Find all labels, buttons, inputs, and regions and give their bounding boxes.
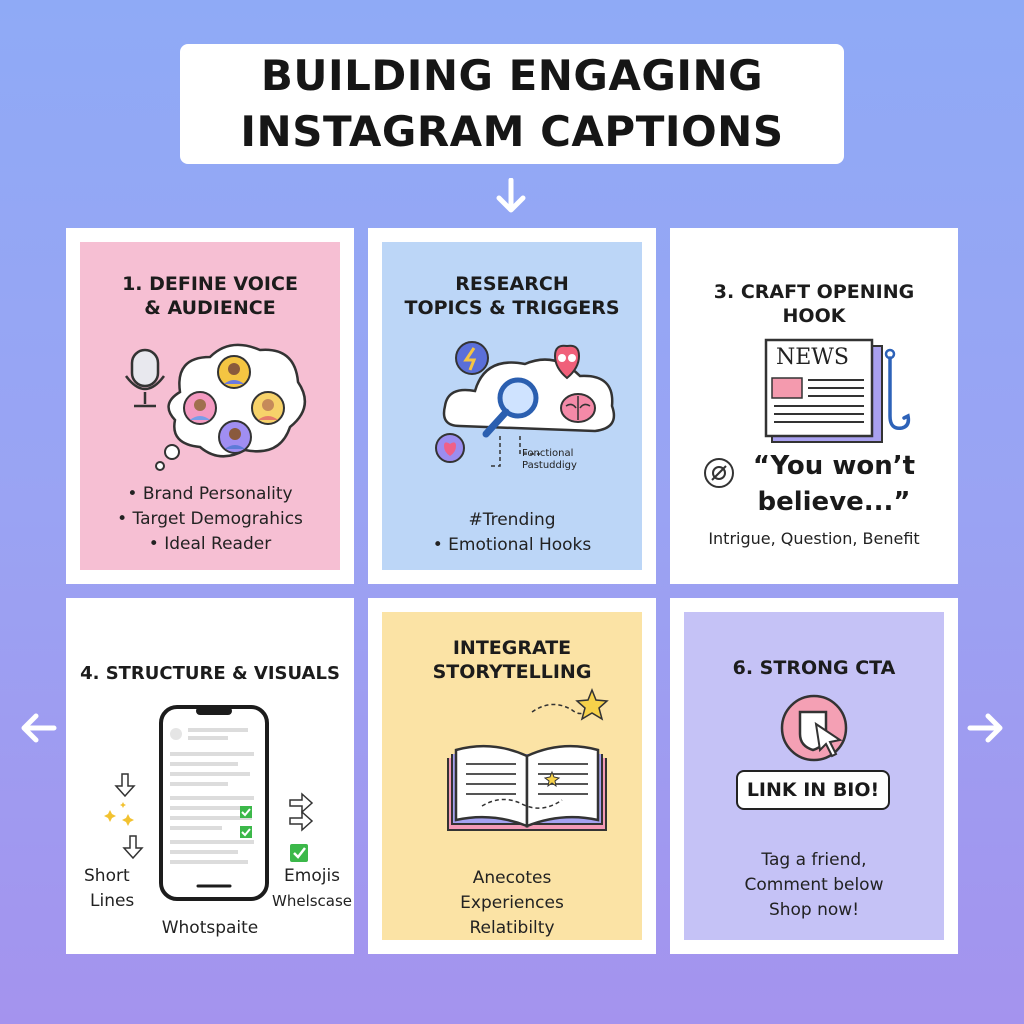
whitespace-label: Whotspaite <box>161 918 259 938</box>
card-5-title-line-1: INTEGRATE <box>452 637 572 659</box>
short-lines-label: Short Lines <box>84 864 134 914</box>
card-3-panel: 3. CRAFT OPENING HOOK NEWS “You won’t be… <box>684 242 944 570</box>
hook-quote-line-2: believe...” <box>757 487 911 517</box>
card-2-title: RESEARCH TOPICS & TRIGGERS <box>382 272 642 320</box>
link-in-bio-button[interactable]: LINK IN BIO! <box>736 770 890 810</box>
card-2-title-line-2: TOPICS & TRIGGERS <box>404 297 620 319</box>
card-5-title: INTEGRATE STORYTELLING <box>382 636 642 684</box>
card-4-panel: 4. STRUCTURE & VISUALS Short <box>66 612 354 940</box>
card-3-subtitle: Intrigue, Question, Benefit <box>708 529 920 548</box>
title-banner: BUILDING ENGAGING INSTAGRAM CAPTIONS <box>180 44 844 164</box>
card-3-title-line-1: 3. CRAFT OPENING <box>713 281 915 303</box>
card-5-panel: INTEGRATE STORYTELLING Anecotes Experien… <box>382 612 642 940</box>
tag-functional: Fonctional <box>522 448 574 459</box>
emojis-label-2: Whelscase <box>272 892 353 910</box>
card-1-title: 1. DEFINE VOICE & AUDIENCE <box>80 272 340 320</box>
card-6-line-1: Tag a friend, <box>761 850 867 870</box>
card-5-lines: Anecotes Experiences Relatibilty <box>382 866 642 941</box>
card-1-bullet-1: • Brand Personality <box>127 484 293 504</box>
target-icon <box>704 458 734 488</box>
tag-psychology: Pastuddigy <box>522 460 577 471</box>
card-5-line-2: Experiences <box>460 893 564 913</box>
card-opening-hook: 3. CRAFT OPENING HOOK NEWS “You won’t be… <box>670 228 958 584</box>
card-6-title: 6. STRONG CTA <box>732 657 896 679</box>
card-5-line-1: Anecotes <box>472 868 552 888</box>
card-research-topics: RESEARCH TOPICS & TRIGGERS Fonctional Pa… <box>368 228 656 584</box>
card-5-line-3: Relatibilty <box>469 918 555 938</box>
card-2-tags: Fonctional Pastuddigy <box>522 448 577 472</box>
card-1-title-line-2: & AUDIENCE <box>144 297 276 319</box>
open-book-icon <box>447 687 609 831</box>
arrow-right-icon <box>967 713 1003 743</box>
newspaper-headline: NEWS <box>776 345 849 370</box>
card-2-line-2: • Emotional Hooks <box>432 535 592 555</box>
card-1-title-line-1: 1. DEFINE VOICE <box>122 273 298 295</box>
card-1-bullets: • Brand Personality • Target Demograhics… <box>80 482 340 557</box>
down-arrows-icon <box>104 773 144 860</box>
short-lines-label-1: Short <box>84 866 130 886</box>
card-3-title: 3. CRAFT OPENING HOOK <box>684 280 944 328</box>
card-define-voice: 1. DEFINE VOICE & AUDIENCE <box>66 228 354 584</box>
arrow-left-icon <box>21 713 57 743</box>
card-2-panel: RESEARCH TOPICS & TRIGGERS Fonctional Pa… <box>382 242 642 570</box>
card-1-panel: 1. DEFINE VOICE & AUDIENCE <box>80 242 340 570</box>
card-1-bullet-3: • Ideal Reader <box>148 534 272 554</box>
card-strong-cta: 6. STRONG CTA LINK IN BIO! Tag a friend,… <box>670 598 958 954</box>
emojis-label: Emojis Whelscase <box>272 864 352 914</box>
card-1-bullet-2: • Target Demograhics <box>117 509 303 529</box>
card-structure-visuals: 4. STRUCTURE & VISUALS Short <box>66 598 354 954</box>
title-line-1: BUILDING ENGAGING <box>260 51 764 100</box>
hook-quote-line-1: “You won’t <box>752 451 916 481</box>
card-4-title: 4. STRUCTURE & VISUALS <box>80 663 340 684</box>
card-2-line-1: #Trending <box>468 510 556 530</box>
card-6-line-3: Shop now! <box>768 900 860 920</box>
phone-icon <box>159 705 269 901</box>
emojis-label-1: Emojis <box>284 866 341 886</box>
short-lines-label-2: Lines <box>90 891 135 911</box>
card-2-lines: #Trending • Emotional Hooks <box>382 508 642 558</box>
card-6-lines: Tag a friend, Comment below Shop now! <box>684 848 944 923</box>
card-6-panel: 6. STRONG CTA LINK IN BIO! Tag a friend,… <box>684 612 944 940</box>
card-6-line-2: Comment below <box>744 875 884 895</box>
click-cursor-icon <box>780 694 848 762</box>
arrow-down-icon <box>496 178 526 213</box>
right-arrows-icon <box>289 792 314 862</box>
newspaper-icon <box>764 338 911 443</box>
card-2-title-line-1: RESEARCH <box>455 273 569 295</box>
audience-thought-bubble-icon <box>124 343 307 471</box>
card-storytelling: INTEGRATE STORYTELLING Anecotes Experien… <box>368 598 656 954</box>
card-5-title-line-2: STORYTELLING <box>432 661 592 683</box>
research-cloud-icon <box>435 341 616 467</box>
title-line-2: INSTAGRAM CAPTIONS <box>240 107 784 156</box>
card-3-title-line-2: HOOK <box>782 305 846 327</box>
hook-quote: “You won’t believe...” <box>724 448 944 520</box>
